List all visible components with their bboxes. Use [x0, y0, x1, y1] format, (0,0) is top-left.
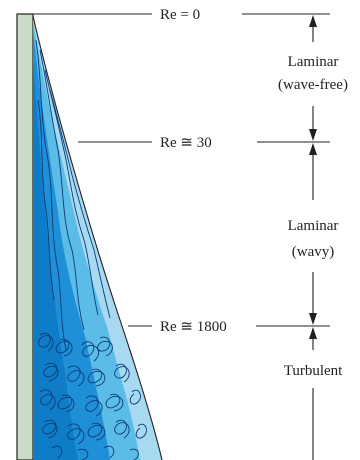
marker-re-30: Re ≅ 30 — [78, 135, 330, 151]
liquid-film — [33, 16, 162, 460]
region-label-laminar-wavy-1: Laminar — [288, 218, 339, 234]
turbulent-eddies — [38, 332, 147, 460]
film-innermost-layer — [33, 60, 78, 460]
vertical-wall — [16, 13, 34, 460]
marker-label-re-1800: Re ≅ 1800 — [160, 319, 227, 335]
marker-re-1800: Re ≅ 1800 — [128, 319, 330, 335]
marker-label-re-30: Re ≅ 30 — [160, 135, 212, 151]
region-label-turbulent: Turbulent — [284, 363, 343, 379]
region-label-laminar-wave-free-2: (wave-free) — [278, 77, 348, 93]
region-label-laminar-wavy-2: (wavy) — [292, 244, 334, 260]
film-surface-outline — [32, 15, 163, 460]
wavy-interface-lines — [35, 39, 111, 351]
dimension-arrow-wavy — [309, 143, 317, 325]
marker-label-re-0: Re = 0 — [160, 7, 200, 23]
dimension-arrow-wave-free — [309, 15, 317, 141]
marker-re-0: Re = 0 — [33, 7, 330, 23]
region-label-laminar-wave-free-1: Laminar — [288, 54, 339, 70]
dimension-arrow-turbulent — [309, 327, 317, 460]
